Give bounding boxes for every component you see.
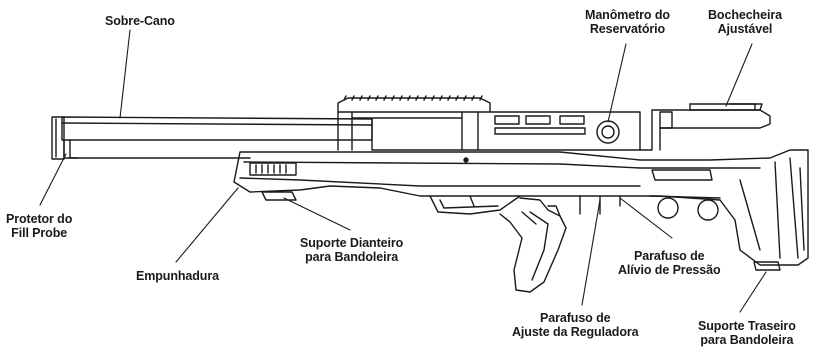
label-bochecheira: Bochecheira Ajustável xyxy=(708,8,782,36)
label-suporte-dianteiro: Suporte Dianteiro para Bandoleira xyxy=(300,236,403,264)
label-parafuso-alivio-line-2: Alívio de Pressão xyxy=(618,263,721,277)
front-sling-mount xyxy=(261,191,297,201)
label-suporte-dianteiro-line-1: Suporte Dianteiro xyxy=(300,236,404,250)
label-manometro: Manômetro do Reservatório xyxy=(585,8,670,36)
label-protetor: Protetor do Fill Probe xyxy=(6,212,72,240)
leader-lines xyxy=(39,29,767,313)
receiver xyxy=(371,103,771,163)
stock-body xyxy=(233,149,809,266)
label-parafuso-alivio-line-1: Parafuso de xyxy=(634,249,705,263)
leader-empunhadura xyxy=(175,187,239,263)
label-bochecheira-line-2: Ajustável xyxy=(717,22,773,36)
label-suporte-traseiro: Suporte Traseiro para Bandoleira xyxy=(698,319,796,347)
pressure-gauge xyxy=(596,120,620,144)
label-parafuso-ajuste-line-1: Parafuso de xyxy=(540,311,611,325)
label-manometro-line-1: Manômetro do xyxy=(585,8,670,22)
label-protetor-line-1: Protetor do xyxy=(6,212,73,226)
label-empunhadura: Empunhadura xyxy=(136,269,219,283)
label-sobre-cano: Sobre-Cano xyxy=(105,14,175,28)
leader-manometro xyxy=(607,43,627,123)
rear-sling-mount xyxy=(753,261,781,271)
label-empunhadura-line-1: Empunhadura xyxy=(136,269,219,283)
label-parafuso-alivio: Parafuso de Alívio de Pressão xyxy=(618,249,721,277)
label-protetor-line-2: Fill Probe xyxy=(11,226,68,240)
cheek-piece xyxy=(689,103,763,111)
trigger-grip xyxy=(429,195,567,293)
leader-suporte-traseiro xyxy=(739,271,767,313)
regulator-area xyxy=(579,195,719,221)
leader-parafuso-alivio xyxy=(619,197,673,239)
handguard-slots xyxy=(249,162,297,176)
label-bochecheira-line-1: Bochecheira xyxy=(708,8,782,22)
leader-bochecheira xyxy=(725,43,753,107)
leader-protetor xyxy=(39,153,67,206)
label-suporte-traseiro-line-1: Suporte Traseiro xyxy=(698,319,796,333)
top-rail xyxy=(337,95,491,151)
label-parafuso-ajuste: Parafuso de Ajuste da Reguladora xyxy=(512,311,639,339)
label-suporte-dianteiro-line-2: para Bandoleira xyxy=(305,250,399,264)
leader-sobre-cano xyxy=(119,29,131,119)
label-suporte-traseiro-line-2: para Bandoleira xyxy=(700,333,794,347)
fill-probe-cap xyxy=(63,139,79,159)
label-sobre-cano-line-1: Sobre-Cano xyxy=(105,14,175,28)
label-manometro-line-2: Reservatório xyxy=(589,22,666,36)
leader-parafuso-ajuste xyxy=(581,199,601,306)
label-parafuso-ajuste-line-2: Ajuste da Reguladora xyxy=(512,325,639,339)
leader-suporte-dianteiro xyxy=(283,197,351,231)
